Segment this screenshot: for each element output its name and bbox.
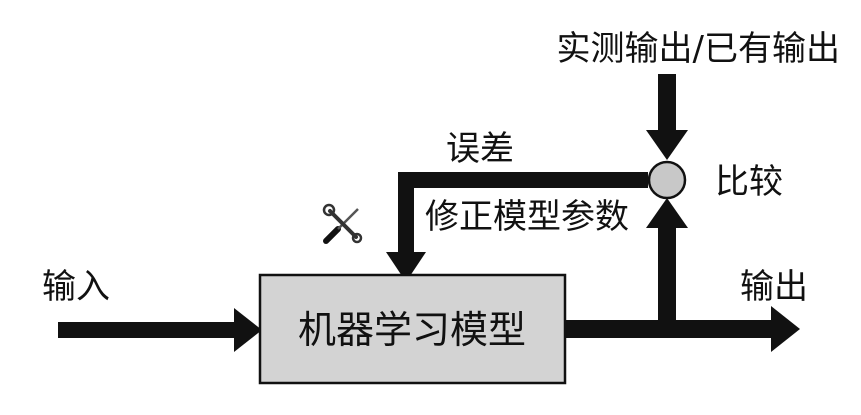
tools-icon [322,203,363,244]
input-arrow [58,308,262,352]
measured-output-label: 实测输出/已有输出 [557,29,840,69]
input-label: 输入 [42,267,110,307]
adjust-params-label: 修正模型参数 [425,197,629,237]
model-label: 机器学习模型 [298,308,526,352]
error-label: 误差 [446,129,514,169]
output-label: 输出 [740,267,808,307]
comparator-circle [647,160,687,200]
output-to-comparator-arrow [646,198,688,322]
model-box [258,273,567,385]
compare-label: 比较 [715,162,783,202]
feedback-arrow [386,172,648,282]
output-arrow [565,306,800,352]
measured-output-arrow [646,74,688,160]
